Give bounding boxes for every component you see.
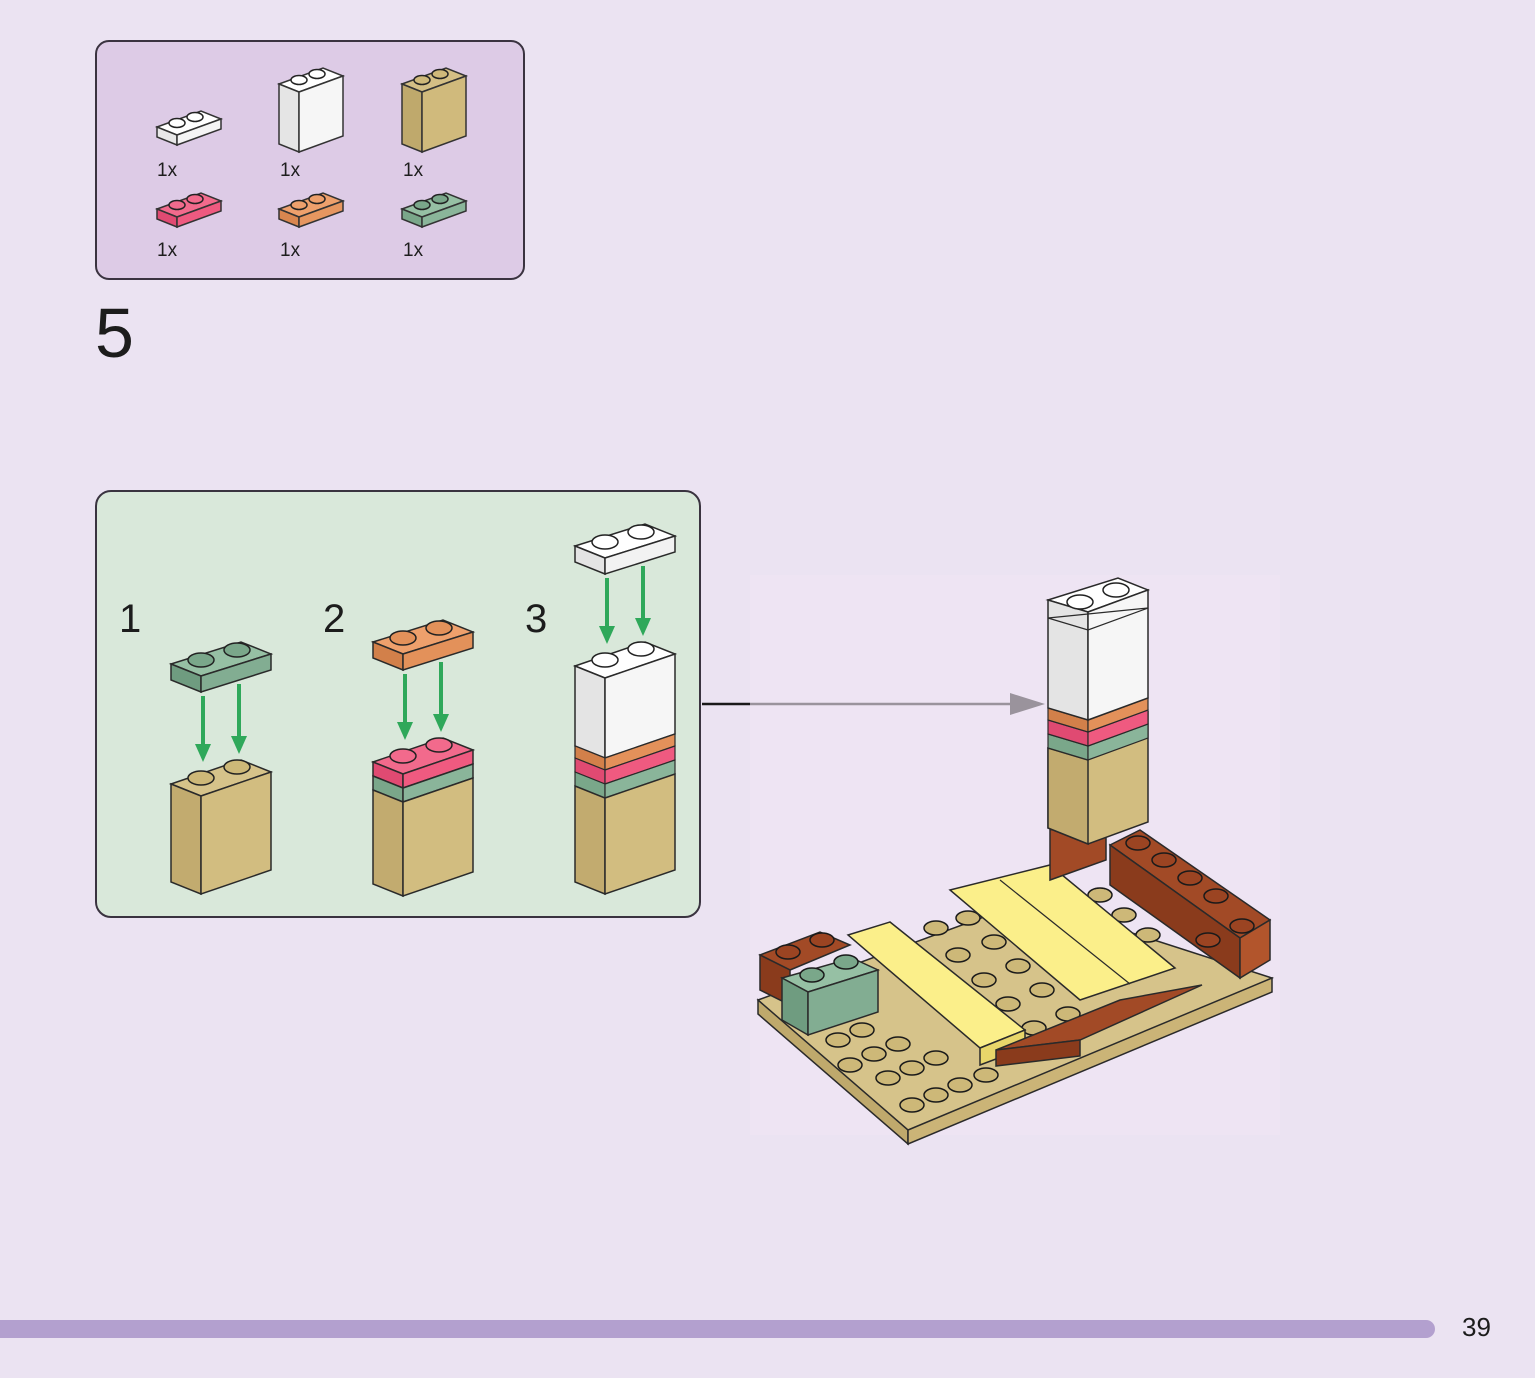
substep-1-illustration	[168, 641, 274, 896]
parts-list-callout: 1x 1x 1x 1x 1x 1x	[95, 40, 525, 280]
part-qty: 1x	[157, 160, 178, 181]
page-progress-bar	[0, 1320, 1435, 1338]
part-qty: 1x	[157, 240, 178, 261]
orange-plate-icon	[276, 192, 346, 229]
sand-green-plate-icon	[399, 192, 469, 229]
step-number: 5	[95, 294, 134, 372]
substep-number: 2	[323, 597, 346, 641]
white-brick-icon	[276, 67, 346, 154]
part-qty: 1x	[403, 240, 424, 261]
part-qty: 1x	[403, 160, 424, 181]
white-plate-icon	[154, 110, 224, 147]
substep-3-illustration	[572, 523, 678, 896]
pink-plate-icon	[154, 192, 224, 229]
substep-2-illustration	[370, 619, 476, 898]
page-number: 39	[1462, 1312, 1491, 1342]
part-qty: 1x	[280, 160, 301, 181]
substep-number: 1	[119, 597, 142, 641]
tan-brick-icon	[399, 67, 469, 154]
subassembly-callout: 1 2 3	[95, 490, 701, 918]
main-model-illustration	[750, 575, 1280, 1146]
substep-number: 3	[525, 597, 548, 641]
part-qty: 1x	[280, 240, 301, 261]
